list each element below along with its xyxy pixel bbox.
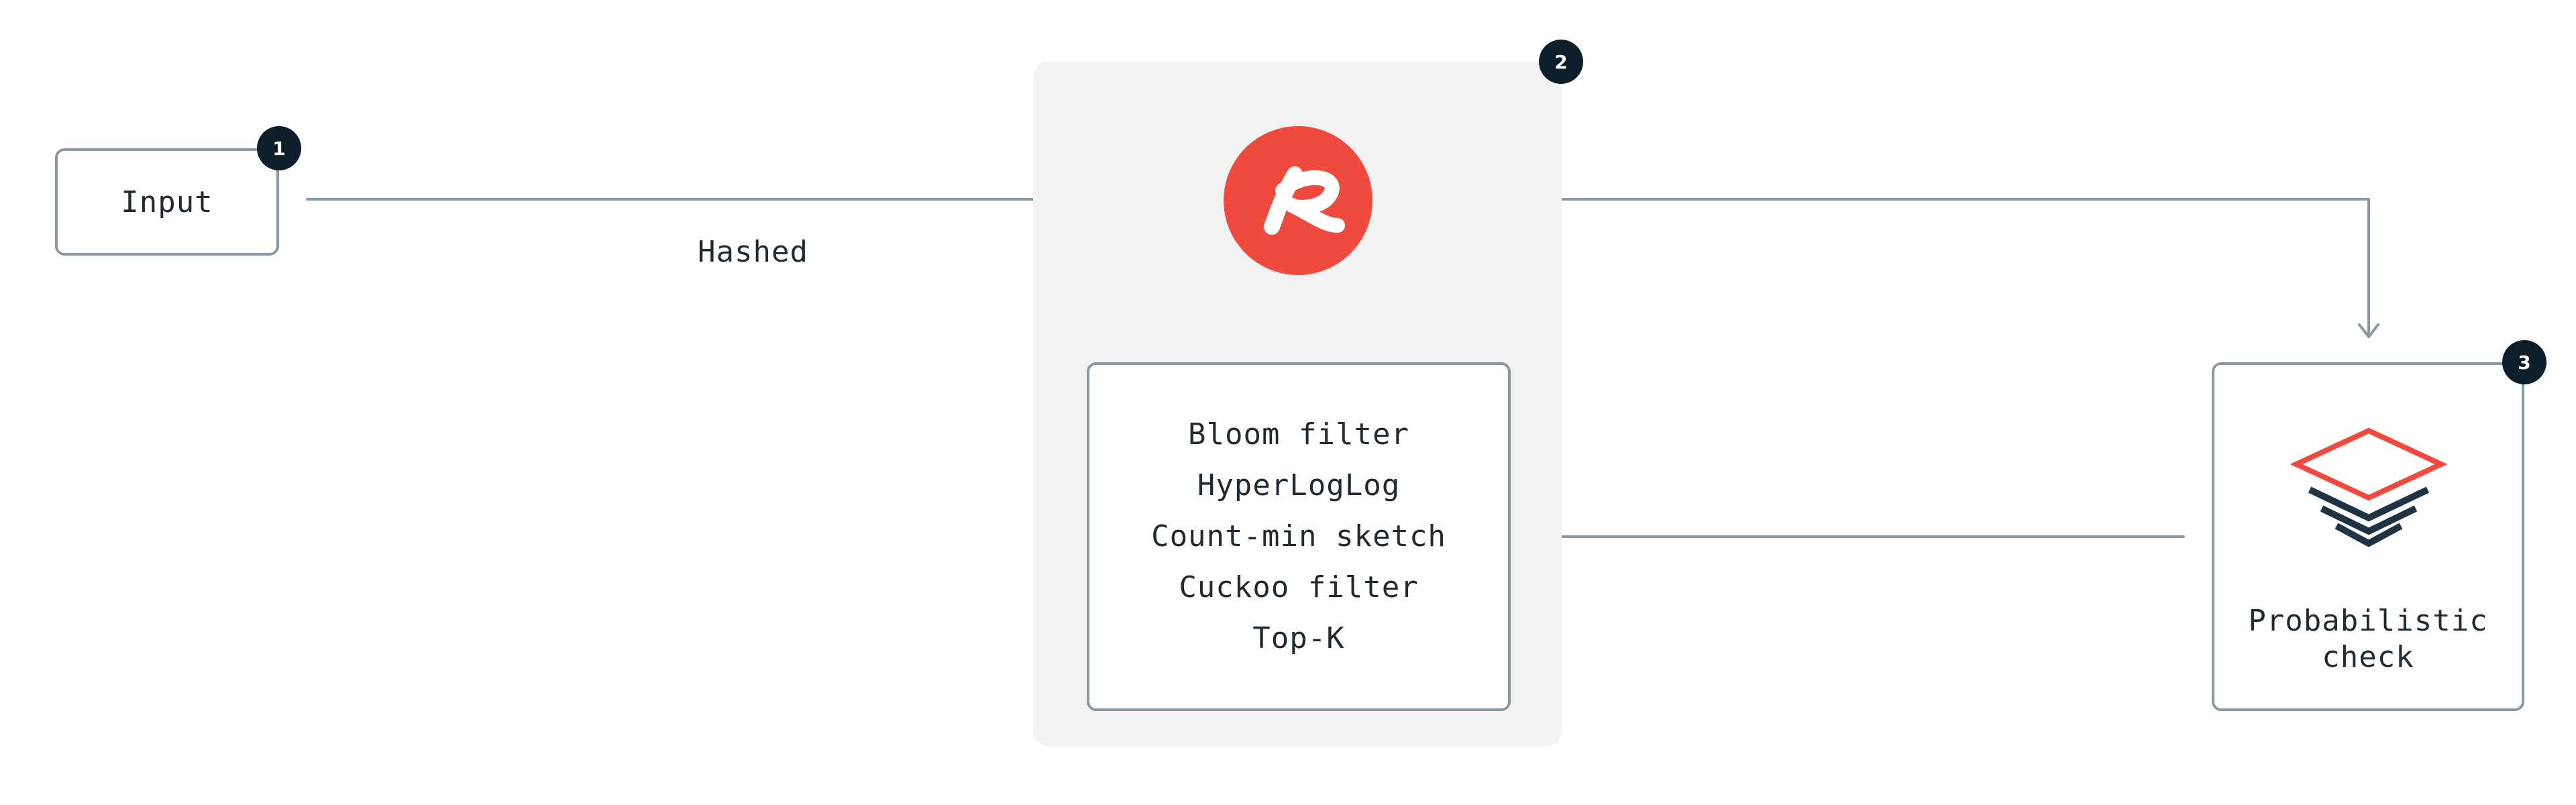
input-label: Input bbox=[121, 184, 213, 219]
structure-hyperloglog: HyperLogLog bbox=[1197, 468, 1401, 502]
arrowhead-redis-to-check bbox=[2358, 323, 2379, 338]
structure-top-k: Top-K bbox=[1252, 621, 1345, 655]
data-structures-box: Bloom filter HyperLogLog Count-min sketc… bbox=[1087, 362, 1511, 711]
probabilistic-check-node: Probabilistic check bbox=[2212, 362, 2524, 711]
structure-count-min-sketch: Count-min sketch bbox=[1151, 519, 1446, 553]
input-node: Input bbox=[55, 148, 279, 256]
edge-label-hashed: Hashed bbox=[698, 235, 808, 269]
redis-logo-icon bbox=[1224, 126, 1373, 275]
check-label-line-2: check bbox=[2322, 640, 2414, 674]
structure-cuckoo-filter: Cuckoo filter bbox=[1179, 570, 1419, 604]
check-label-line-1: Probabilistic bbox=[2248, 604, 2488, 638]
structure-bloom-filter: Bloom filter bbox=[1188, 417, 1409, 451]
probabilistic-check-label: Probabilistic check bbox=[2214, 603, 2522, 676]
step-badge-3: 3 bbox=[2502, 340, 2546, 384]
stacked-layers-icon bbox=[2290, 427, 2448, 547]
arrow-redis-to-check bbox=[1398, 198, 2370, 338]
step-badge-2: 2 bbox=[1539, 40, 1583, 84]
step-badge-1: 1 bbox=[257, 126, 301, 170]
